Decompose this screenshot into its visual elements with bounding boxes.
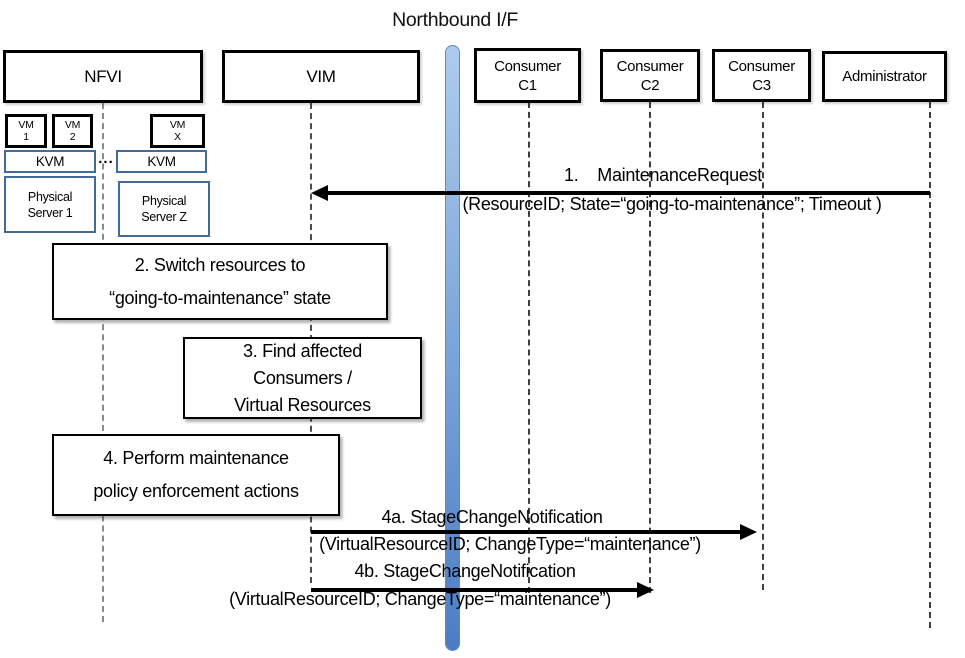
- vm-1-label-line1: VM: [18, 119, 34, 131]
- actor-label-consumer-c3-line2: C3: [752, 76, 771, 94]
- kvm-2-label: KVM: [147, 154, 176, 169]
- vm-box-2: VM 2: [52, 114, 93, 148]
- actor-label-consumer-c2-line1: Consumer: [616, 57, 684, 75]
- step-2-box: 2. Switch resources to “going-to-mainten…: [52, 243, 388, 320]
- physical-server-1-line1: Physical: [27, 189, 73, 204]
- actor-box-consumer-c2: Consumer C2: [600, 49, 700, 102]
- lifeline-administrator: [929, 102, 931, 628]
- lifeline-consumer-c1: [528, 102, 530, 593]
- vm-x-label-line2: X: [174, 131, 181, 143]
- step-4-line2: policy enforcement actions: [93, 481, 299, 501]
- step-2-line2: “going-to-maintenance” state: [109, 287, 331, 308]
- actor-label-consumer-c1-line2: C1: [518, 76, 537, 94]
- actor-box-nfvi: NFVI: [3, 50, 203, 103]
- step-4-box: 4. Perform maintenance policy enforcemen…: [52, 434, 340, 516]
- actor-label-consumer-c1-line1: Consumer: [494, 57, 561, 75]
- actor-box-administrator: Administrator: [822, 51, 947, 102]
- message-4a-params: (VirtualResourceID; ChangeType=“maintena…: [319, 534, 701, 554]
- kvm-box-1: KVM: [4, 150, 96, 173]
- vm-2-label-line1: VM: [64, 119, 81, 131]
- actor-box-vim: VIM: [222, 50, 420, 103]
- step-3-line1: 3. Find affected: [243, 340, 362, 361]
- actor-box-consumer-c1: Consumer C1: [474, 48, 581, 103]
- physical-server-1-line2: Server 1: [27, 205, 73, 220]
- vm-1-label-line2: 1: [23, 131, 29, 143]
- lifeline-consumer-c3: [762, 102, 764, 590]
- step-3-line2: Consumers /: [253, 367, 352, 388]
- physical-server-z-line1: Physical: [141, 194, 187, 208]
- message-1-params: (ResourceID; State=“going-to-maintenance…: [462, 194, 882, 214]
- step-4-line1: 4. Perform maintenance: [103, 448, 289, 468]
- message-1-title: 1. MaintenanceRequest: [564, 165, 762, 185]
- vm-x-label-line1: VM: [169, 119, 186, 131]
- physical-server-1-box: Physical Server 1: [4, 176, 96, 233]
- message-4b-arrow: [311, 588, 642, 592]
- message-4a-title: 4a. StageChangeNotification: [381, 507, 603, 527]
- actor-label-vim: VIM: [306, 66, 336, 86]
- kvm-box-2: KVM: [116, 150, 207, 173]
- step-2-line1: 2. Switch resources to: [134, 254, 306, 275]
- actor-box-consumer-c3: Consumer C3: [712, 49, 811, 102]
- kvm-1-label: KVM: [35, 154, 65, 169]
- lifeline-nfvi: [102, 103, 104, 622]
- message-4b-params: (VirtualResourceID; ChangeType=“maintena…: [229, 589, 611, 609]
- vm-2-label-line2: 2: [69, 131, 76, 143]
- ellipsis-dots: ...: [98, 150, 114, 167]
- physical-server-z-box: Physical Server Z: [118, 181, 210, 237]
- physical-server-z-line2: Server Z: [141, 210, 187, 224]
- lifeline-consumer-c2: [649, 102, 651, 593]
- message-1-arrow: [324, 191, 930, 195]
- actor-label-consumer-c3-line1: Consumer: [728, 57, 795, 75]
- step-3-box: 3. Find affected Consumers / Virtual Res…: [183, 337, 422, 419]
- message-4b-arrowhead: [637, 581, 654, 598]
- page-title: Northbound I/F: [392, 9, 518, 31]
- step-3-line3: Virtual Resources: [234, 394, 371, 415]
- vm-box-x: VM X: [150, 114, 205, 148]
- northbound-interface-bar: [445, 45, 460, 651]
- message-4a-arrow: [311, 530, 745, 534]
- actor-label-administrator: Administrator: [842, 68, 927, 85]
- vm-box-1: VM 1: [5, 114, 47, 148]
- actor-label-consumer-c2-line2: C2: [640, 76, 660, 94]
- message-4a-arrowhead: [740, 523, 757, 540]
- actor-label-nfvi: NFVI: [84, 66, 122, 86]
- message-4b-title: 4b. StageChangeNotification: [354, 561, 576, 581]
- message-1-arrowhead: [311, 184, 328, 201]
